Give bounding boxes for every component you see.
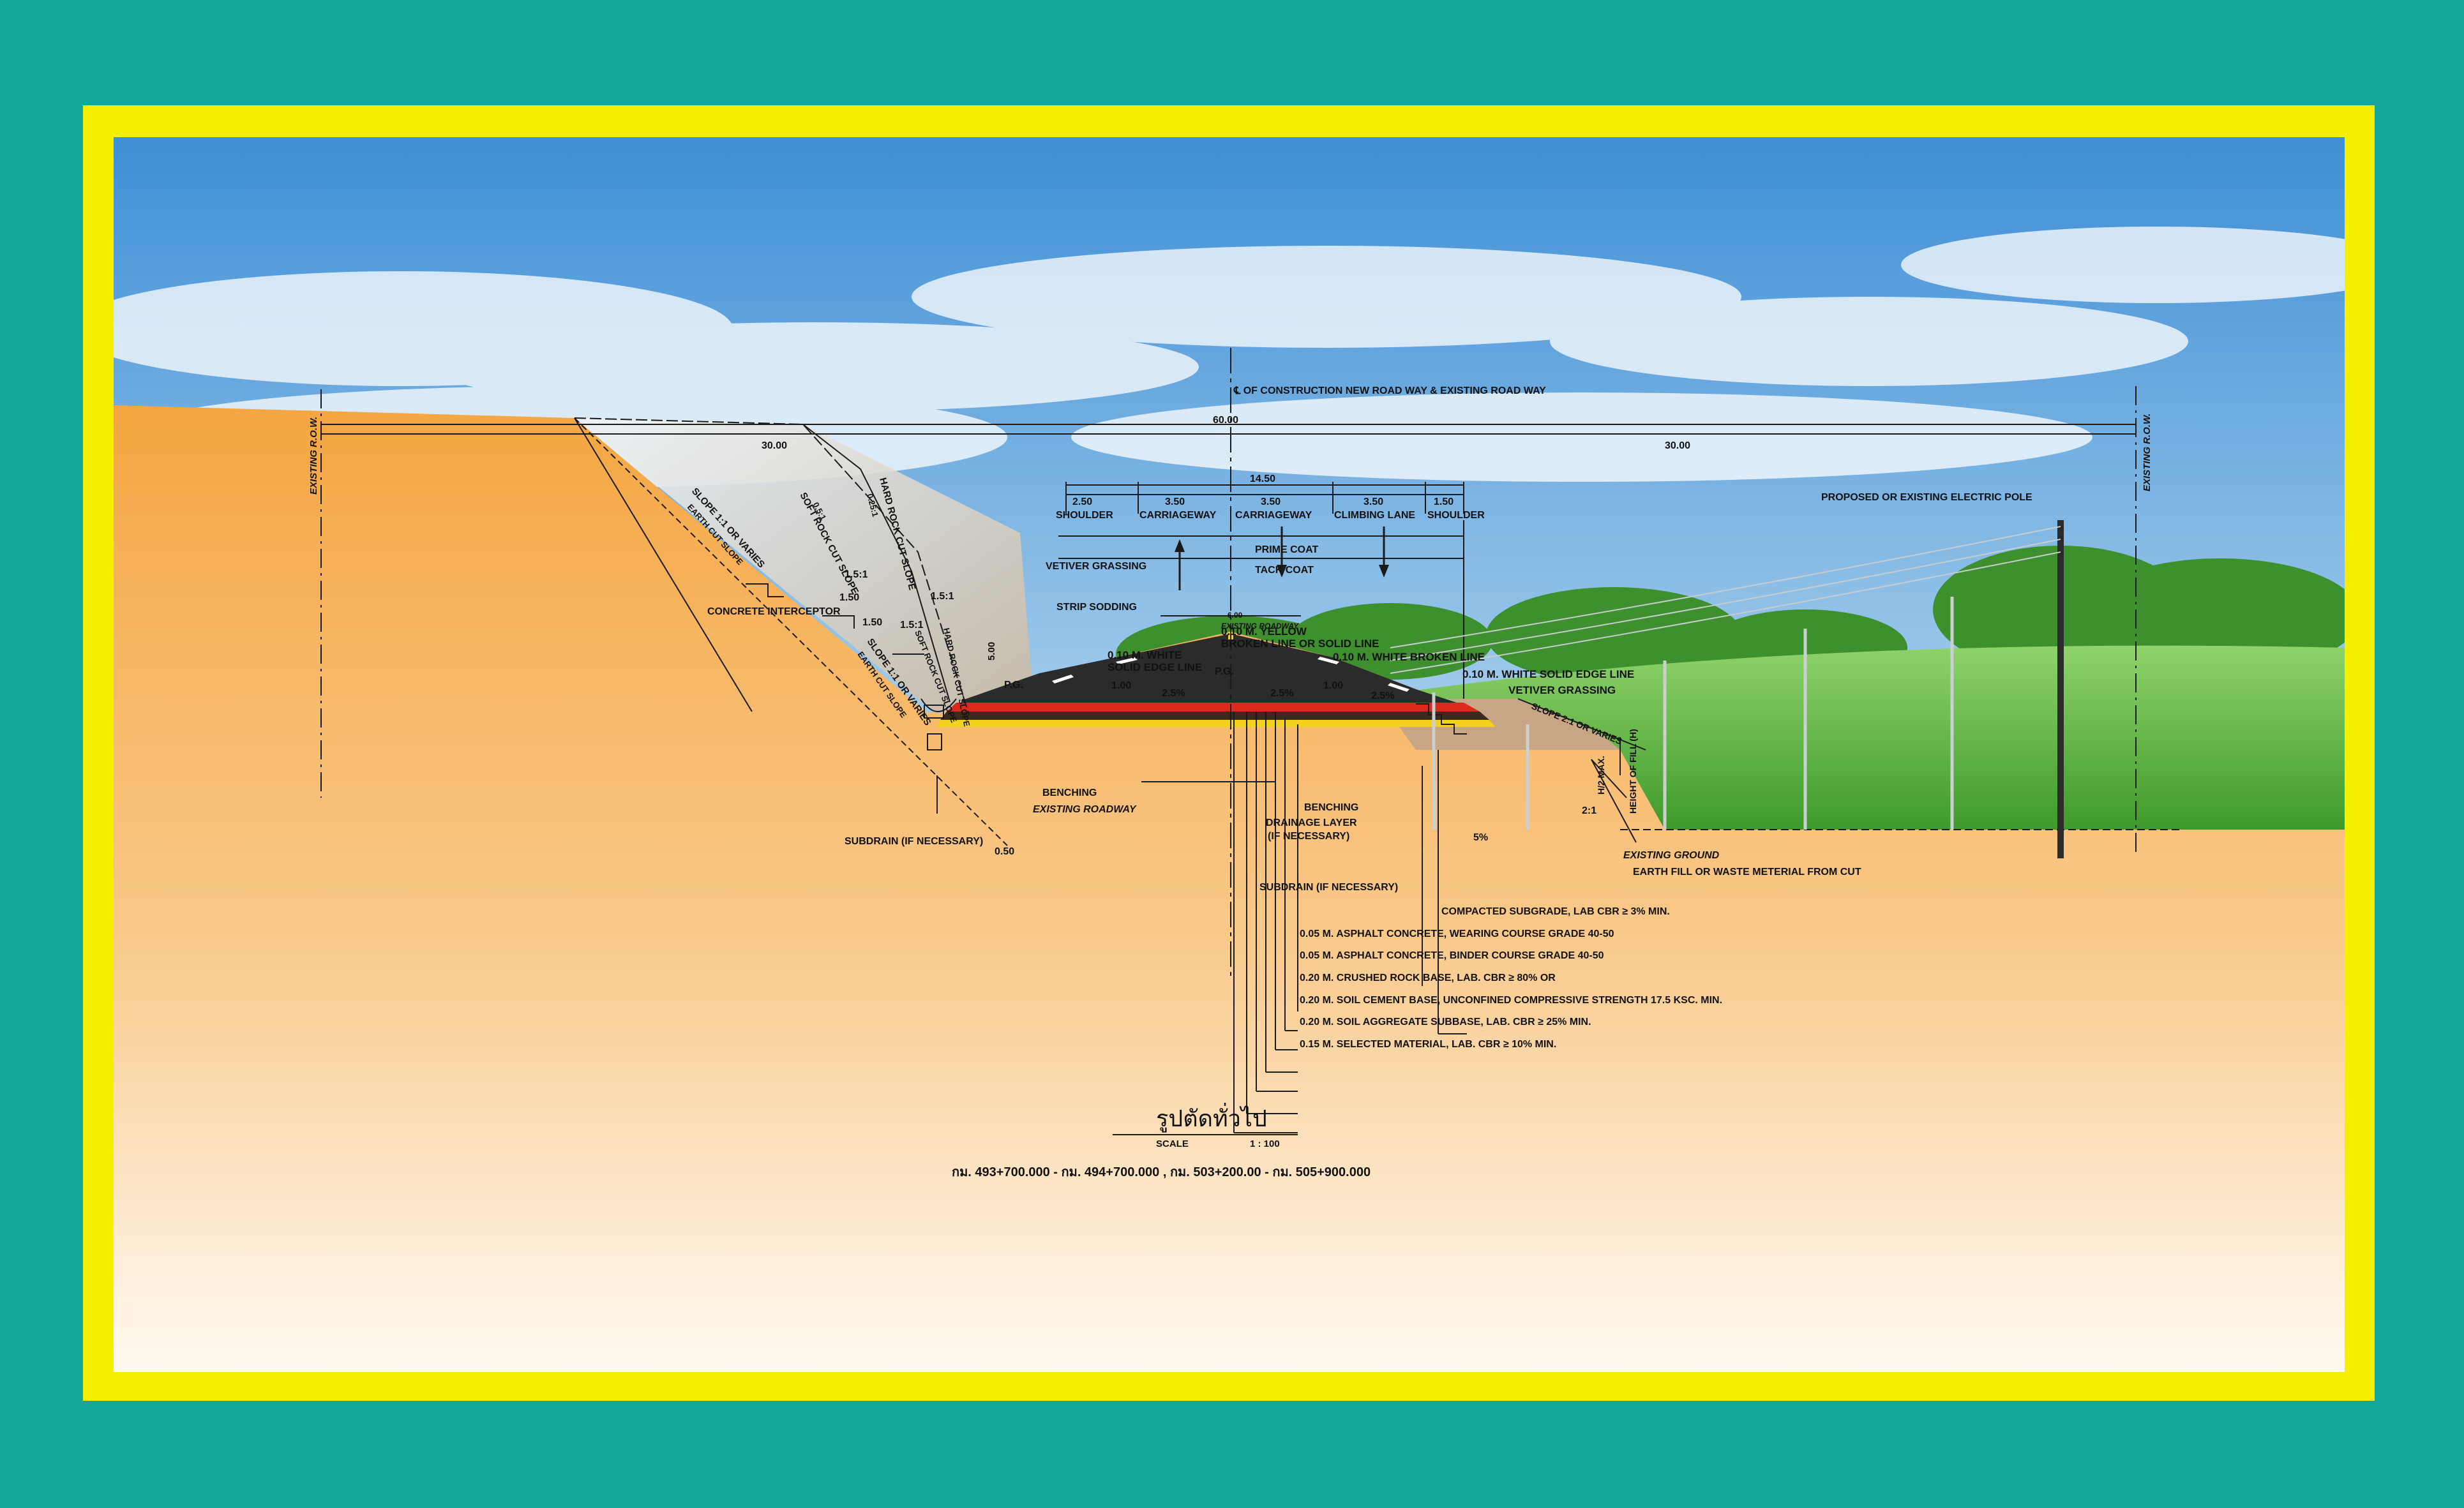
ground-section (114, 405, 2345, 1372)
dim-100a: 1.00 (1111, 680, 1131, 691)
existing-roadway-label: EXISTING ROADWAY (1033, 804, 1137, 815)
yellow-line-2: BROKEN LINE OR SOLID LINE (1221, 638, 1379, 650)
layer-wearing: 0.05 M. ASPHALT CONCRETE, WEARING COURSE… (1300, 929, 1614, 939)
lane-name-2: CARRIAGEWAY (1139, 510, 1217, 521)
yellow-line-1: 0.10 M. YELLOW (1221, 625, 1307, 638)
row-left-label: EXISTING R.O.W. (308, 417, 319, 495)
dim-150b: 1.50 (862, 617, 882, 628)
electric-pole-label: PROPOSED OR EXISTING ELECTRIC POLE (1821, 492, 2032, 503)
ratio-15-a: 1.5:1 (845, 569, 868, 580)
lane-name-4: CLIMBING LANE (1334, 510, 1415, 521)
layer-crushed-rock: 0.20 M. CRUSHED ROCK BASE, LAB. CBR ≥ 80… (1300, 973, 1556, 983)
white-broken-label: 0.10 M. WHITE BROKEN LINE (1333, 651, 1485, 663)
lane-name-1: SHOULDER (1056, 510, 1113, 521)
lane-width-5: 1.50 (1434, 496, 1454, 507)
binder-course-layer (947, 703, 1480, 712)
dim-050: 0.50 (995, 846, 1014, 857)
height-fill-label: HEIGHT OF FILL (H) (1628, 729, 1638, 814)
base-layer (940, 712, 1489, 720)
concrete-interceptor-label: CONCRETE INTERCEPTOR (707, 606, 841, 617)
slope-25-c: 2.5% (1371, 691, 1394, 701)
lane-name-3: CARRIAGEWAY (1235, 510, 1312, 521)
power-lines (1390, 526, 2061, 674)
existing-roadway-top-label: EXISTING ROADWAY (1221, 622, 1299, 631)
ratio-21: 2:1 (1582, 805, 1596, 816)
dim-500: 5.00 (986, 642, 997, 661)
row-right-label: EXISTING R.O.W. (2142, 414, 2152, 491)
earth-fill-label: EARTH FILL OR WASTE METERIAL FROM CUT (1633, 867, 1861, 877)
dim-150: 1.50 (839, 592, 859, 603)
white-solid-right-label: 0.10 M. WHITE SOLID EDGE LINE (1462, 668, 1634, 680)
drainage-layer-1: DRAINAGE LAYER (1266, 817, 1357, 828)
scale-value: 1 : 100 (1250, 1138, 1280, 1149)
right-half-width: 30.00 (1665, 440, 1690, 451)
lane-markings (1052, 657, 1409, 692)
left-half-width: 30.00 (762, 440, 787, 451)
total-width: 60.00 (1213, 415, 1238, 426)
layer-binder: 0.05 M. ASPHALT CONCRETE, BINDER COURSE … (1300, 950, 1604, 961)
slope-25-a: 2.5% (1162, 688, 1185, 699)
layer-selected: 0.15 M. SELECTED MATERIAL, LAB. CBR ≥ 10… (1300, 1039, 1556, 1050)
drainage-layer-2: (IF NECESSARY) (1268, 831, 1349, 842)
subdrain-left-label: SUBDRAIN (IF NECESSARY) (845, 836, 983, 847)
lane-width-2: 3.50 (1165, 496, 1185, 507)
layer-soil-cement: 0.20 M. SOIL CEMENT BASE, UNCONFINED COM… (1300, 995, 1722, 1006)
white-solid-left-2: SOLID EDGE LINE (1108, 661, 1202, 673)
lane-name-5: SHOULDER (1427, 510, 1485, 521)
pg-top: P.G. (1215, 666, 1234, 677)
subdrain-right-label: SUBDRAIN (IF NECESSARY) (1259, 882, 1398, 893)
vetiver-right-label: VETIVER GRASSING (1508, 684, 1616, 696)
asphalt-wearing-course (963, 634, 1461, 704)
scale-label: SCALE (1156, 1138, 1189, 1149)
vetiver-left-label: VETIVER GRASSING (1046, 561, 1146, 572)
centerline-label: ℄ OF CONSTRUCTION NEW ROAD WAY & EXISTIN… (1233, 385, 1546, 396)
lane-arrows (1178, 526, 1385, 590)
lane-width-1: 2.50 (1072, 496, 1092, 507)
pavement-width: 14.50 (1250, 474, 1275, 484)
lane-arrowheads (1175, 539, 1389, 578)
ratio-15-b: 1.5:1 (931, 591, 954, 602)
strip-sodding-label: STRIP SODDING (1056, 602, 1137, 613)
benching-right-label: BENCHING (1304, 802, 1358, 813)
layer-subgrade: COMPACTED SUBGRADE, LAB CBR ≥ 3% MIN. (1441, 906, 1670, 917)
station-range: กม. 493+700.000 - กม. 494+700.000 , กม. … (952, 1165, 1371, 1179)
benching-left-label: BENCHING (1042, 788, 1097, 798)
cross-section-panel: ℄ OF CONSTRUCTION NEW ROAD WAY & EXISTIN… (114, 137, 2345, 1372)
section-title: รูปตัดทั่วไป (1156, 1103, 1267, 1133)
layer-subbase: 0.20 M. SOIL AGGREGATE SUBBASE, LAB. CBR… (1300, 1017, 1591, 1027)
drawing-linework (320, 348, 2182, 1135)
lane-width-3: 3.50 (1261, 496, 1281, 507)
ratio-15-c: 1.5:1 (900, 620, 924, 631)
cut-slope-area (575, 418, 1033, 715)
h2-max-label: H/2 MAX. (1596, 756, 1606, 795)
pg-left: P.G. (1004, 680, 1023, 691)
existing-ground-label: EXISTING GROUND (1623, 850, 1720, 861)
subbase-layer (937, 720, 1496, 727)
white-solid-left-1: 0.10 M. WHITE (1108, 649, 1182, 661)
electric-poles (1432, 597, 1954, 830)
tack-coat-label: TACK COAT (1255, 565, 1314, 576)
existing-roadway-width: 6.00 (1228, 611, 1243, 620)
dim-100b: 1.00 (1323, 680, 1343, 691)
slope-5-label: 5% (1473, 832, 1488, 843)
lane-width-4: 3.50 (1363, 496, 1383, 507)
prime-coat-label: PRIME COAT (1255, 544, 1318, 555)
cross-section-drawing: ℄ OF CONSTRUCTION NEW ROAD WAY & EXISTIN… (114, 137, 2345, 1372)
slope-25-b: 2.5% (1270, 688, 1293, 699)
